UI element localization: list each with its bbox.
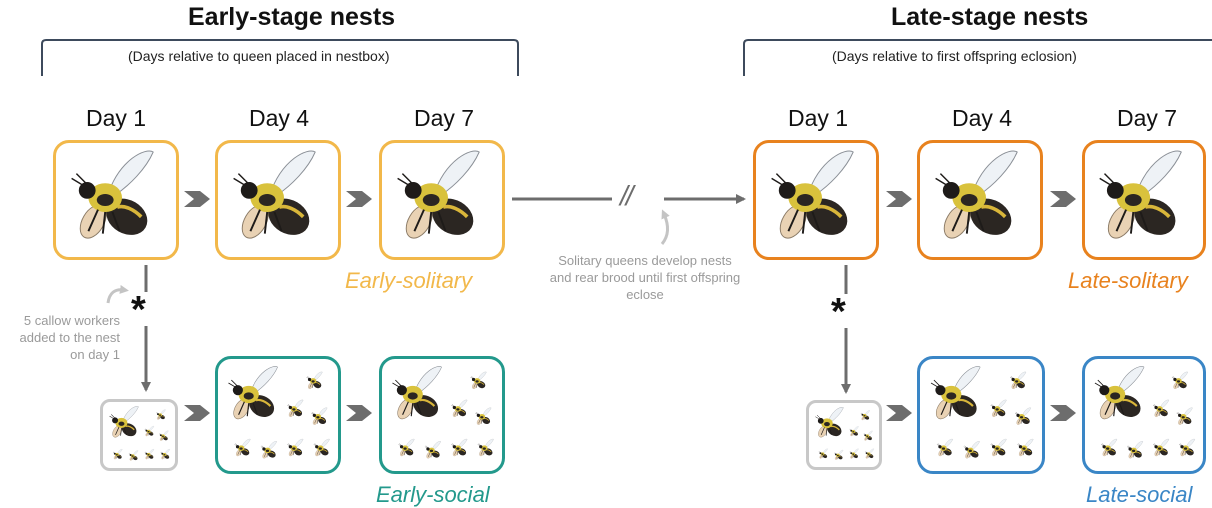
- early-solitary-day-1-box: [53, 140, 179, 260]
- bumblebee-queen-icon: [930, 366, 981, 420]
- bumblebee-worker-icon: [1171, 371, 1188, 389]
- late-stage-subheading: (Days relative to first offspring eclosi…: [832, 48, 1077, 64]
- late-social-day-7-box: [1082, 356, 1206, 474]
- late-solitary-day-7-box: [1082, 140, 1206, 260]
- bumblebee-queen-icon: [392, 366, 442, 420]
- early-day-7-label: Day 7: [414, 105, 475, 131]
- bumblebee-worker-icon: [1014, 407, 1031, 425]
- bumblebee-queen-icon: [109, 406, 139, 438]
- bumblebee-worker-icon: [1127, 441, 1144, 459]
- late-treatment-asterisk: *: [831, 291, 846, 333]
- late-day-7-label: Day 7: [1117, 105, 1178, 131]
- late-solitary-label: Late-solitary: [1068, 268, 1188, 293]
- bumblebee-queen-icon: [1094, 366, 1145, 420]
- bumblebee-worker-icon: [1178, 438, 1195, 457]
- bumblebee-worker-icon: [936, 438, 953, 457]
- bumblebee-worker-icon: [1176, 407, 1193, 425]
- bumblebee-worker-icon: [863, 430, 873, 441]
- bumblebee-worker-icon: [475, 407, 492, 425]
- early-solitary-day-4-box: [215, 140, 341, 260]
- chevron-arrow-icon: [346, 191, 372, 207]
- bumblebee-worker-icon: [1152, 438, 1170, 457]
- bumblebee-worker-icon: [477, 438, 494, 457]
- bumblebee-worker-icon: [864, 448, 875, 459]
- bumblebee-worker-icon: [156, 409, 166, 420]
- late-founding-box: [806, 400, 882, 470]
- chevron-arrow-icon: [1050, 191, 1076, 207]
- bumblebee-worker-icon: [424, 441, 441, 459]
- late-solitary-day-4-box: [917, 140, 1043, 260]
- early-stage-subheading: (Days relative to queen placed in nestbo…: [128, 48, 390, 64]
- bumblebee-worker-icon: [398, 438, 415, 457]
- transition-note: Solitary queens develop nests and rear b…: [549, 253, 741, 302]
- bumblebee-worker-icon: [860, 410, 870, 421]
- bumblebee-worker-icon: [470, 371, 487, 389]
- chevron-arrow-icon: [1050, 405, 1076, 421]
- bumblebee-worker-icon: [144, 426, 155, 437]
- bumblebee-worker-icon: [313, 438, 330, 457]
- early-social-label: Early-social: [376, 482, 490, 507]
- early-solitary-day-7-box: [379, 140, 505, 260]
- bumblebee-worker-icon: [1101, 438, 1118, 457]
- bumblebee-worker-icon: [287, 438, 304, 457]
- bumblebee-worker-icon: [451, 438, 468, 457]
- bumblebee-worker-icon: [306, 371, 323, 389]
- late-day-4-label: Day 4: [952, 105, 1013, 131]
- bumblebee-worker-icon: [990, 438, 1007, 457]
- early-founding-box: [100, 399, 178, 471]
- bumblebee-worker-icon: [451, 399, 468, 417]
- treatment-note: 5 callow workers added to the nest on da…: [19, 313, 120, 362]
- early-day-1-label: Day 1: [86, 105, 147, 131]
- bumblebee-worker-icon: [1017, 438, 1034, 457]
- bumblebee-worker-icon: [234, 438, 251, 457]
- late-stage-heading: Late-stage nests: [891, 3, 1089, 31]
- late-day-1-label: Day 1: [788, 105, 849, 131]
- bumblebee-worker-icon: [160, 449, 170, 460]
- bumblebee-queen-icon: [228, 366, 278, 420]
- bumblebee-queen-icon: [935, 150, 1018, 239]
- bumblebee-worker-icon: [990, 399, 1007, 417]
- early-social-day-7-box: [379, 356, 505, 474]
- chevron-arrow-icon: [346, 405, 372, 421]
- early-bracket: [41, 39, 519, 76]
- late-social-label: Late-social: [1086, 482, 1193, 507]
- early-day-4-label: Day 4: [249, 105, 310, 131]
- bumblebee-worker-icon: [818, 448, 828, 459]
- late-solitary-day-1-box: [753, 140, 879, 260]
- bumblebee-worker-icon: [128, 450, 139, 461]
- bumblebee-queen-icon: [771, 150, 854, 239]
- bumblebee-worker-icon: [112, 449, 123, 460]
- bumblebee-worker-icon: [144, 449, 155, 460]
- bumblebee-queen-icon: [1099, 150, 1182, 239]
- bumblebee-worker-icon: [849, 448, 859, 459]
- bumblebee-worker-icon: [849, 426, 859, 437]
- curved-pointer-arrow: [660, 209, 670, 245]
- bumblebee-worker-icon: [159, 430, 169, 441]
- bumblebee-worker-icon: [963, 441, 980, 459]
- early-social-day-4-box: [215, 356, 341, 474]
- bumblebee-worker-icon: [1152, 399, 1170, 417]
- early-solitary-label: Early-solitary: [345, 268, 473, 293]
- bumblebee-queen-icon: [233, 150, 316, 239]
- chevron-arrow-icon: [184, 191, 210, 207]
- late-bracket: [743, 39, 1212, 76]
- bumblebee-worker-icon: [1010, 371, 1027, 389]
- bumblebee-queen-icon: [397, 150, 480, 239]
- chevron-arrow-icon: [886, 191, 912, 207]
- bumblebee-queen-icon: [815, 407, 844, 438]
- bumblebee-worker-icon: [311, 407, 328, 425]
- late-social-day-4-box: [917, 356, 1045, 474]
- early-stage-heading: Early-stage nests: [188, 3, 396, 31]
- curved-pointer-arrow: [106, 284, 129, 304]
- bumblebee-worker-icon: [287, 399, 304, 417]
- bumblebee-worker-icon: [260, 441, 277, 459]
- time-break-mark: //: [620, 180, 633, 211]
- early-treatment-asterisk: *: [131, 289, 146, 331]
- chevron-arrow-icon: [886, 405, 912, 421]
- chevron-arrow-icon: [184, 405, 210, 421]
- bumblebee-queen-icon: [71, 150, 154, 239]
- bumblebee-worker-icon: [834, 449, 844, 460]
